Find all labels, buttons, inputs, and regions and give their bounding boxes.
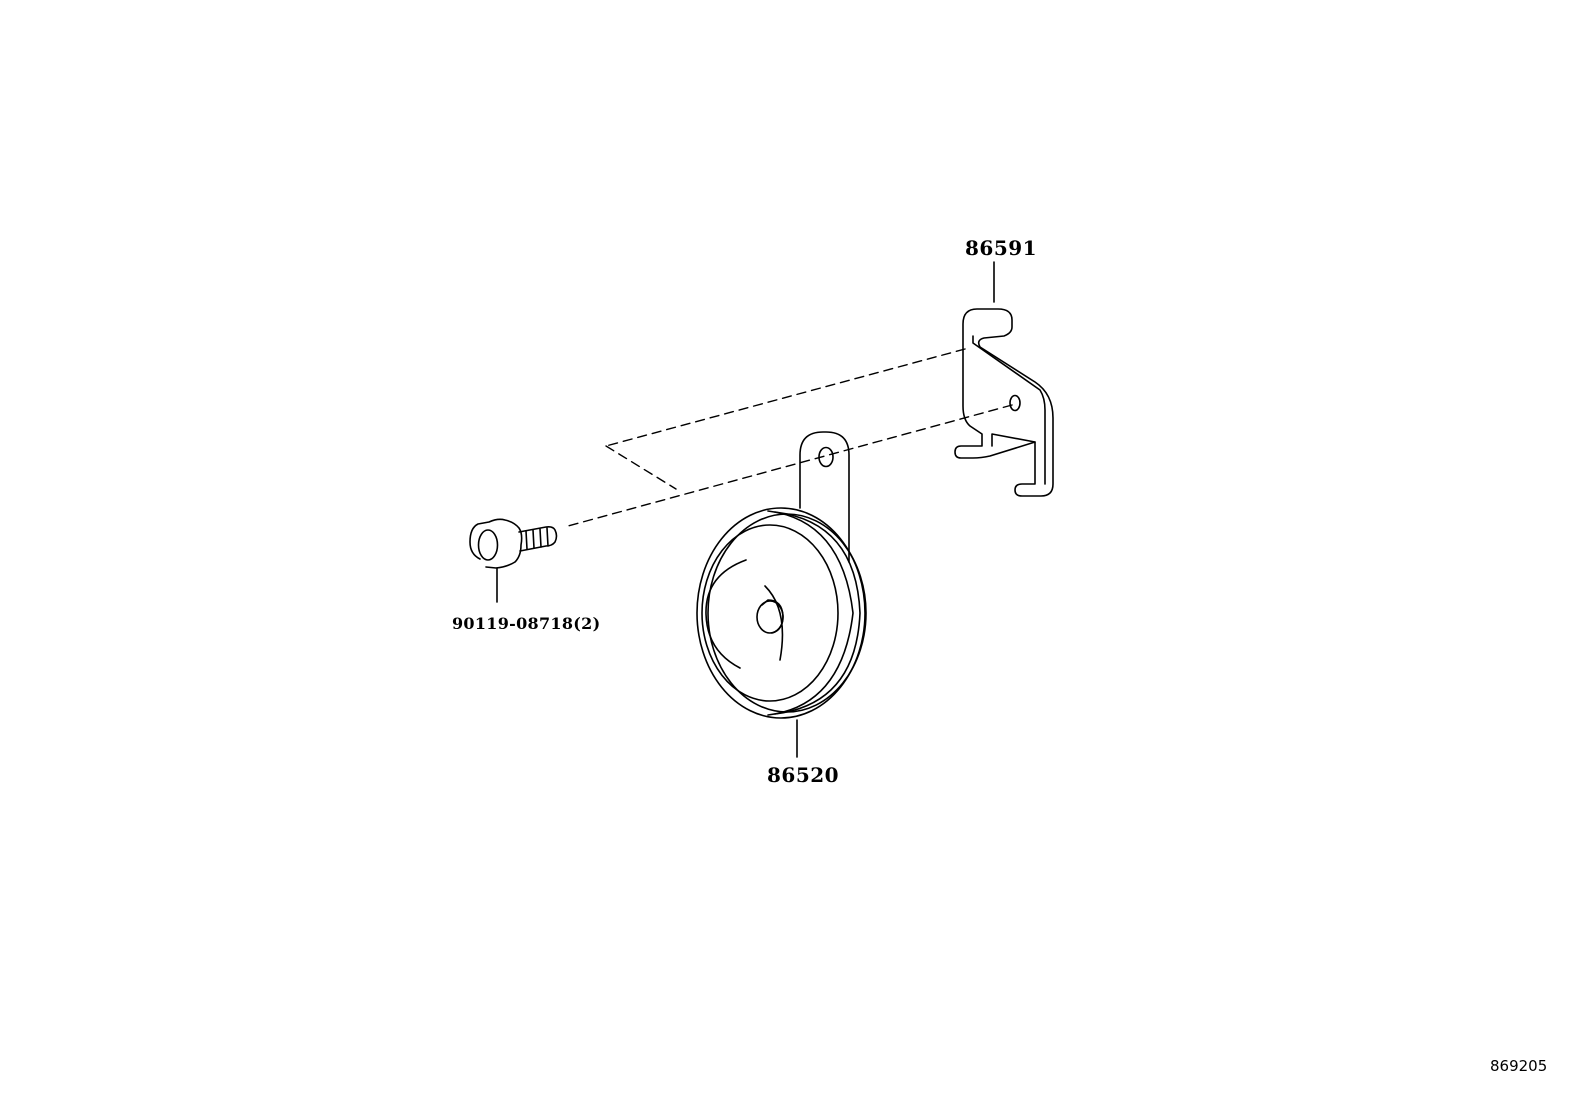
horn-bracket [954, 261, 1054, 497]
diagram-id: 869205 [1490, 1057, 1548, 1075]
part-number-bracket: 86591 [965, 236, 1038, 260]
flange-bolt [469, 518, 558, 603]
horn [696, 431, 867, 758]
part-number-horn: 86520 [767, 763, 840, 787]
part-number-bolt: 90119-08718(2) [452, 614, 601, 633]
assembly-guide-lines [567, 348, 1013, 527]
